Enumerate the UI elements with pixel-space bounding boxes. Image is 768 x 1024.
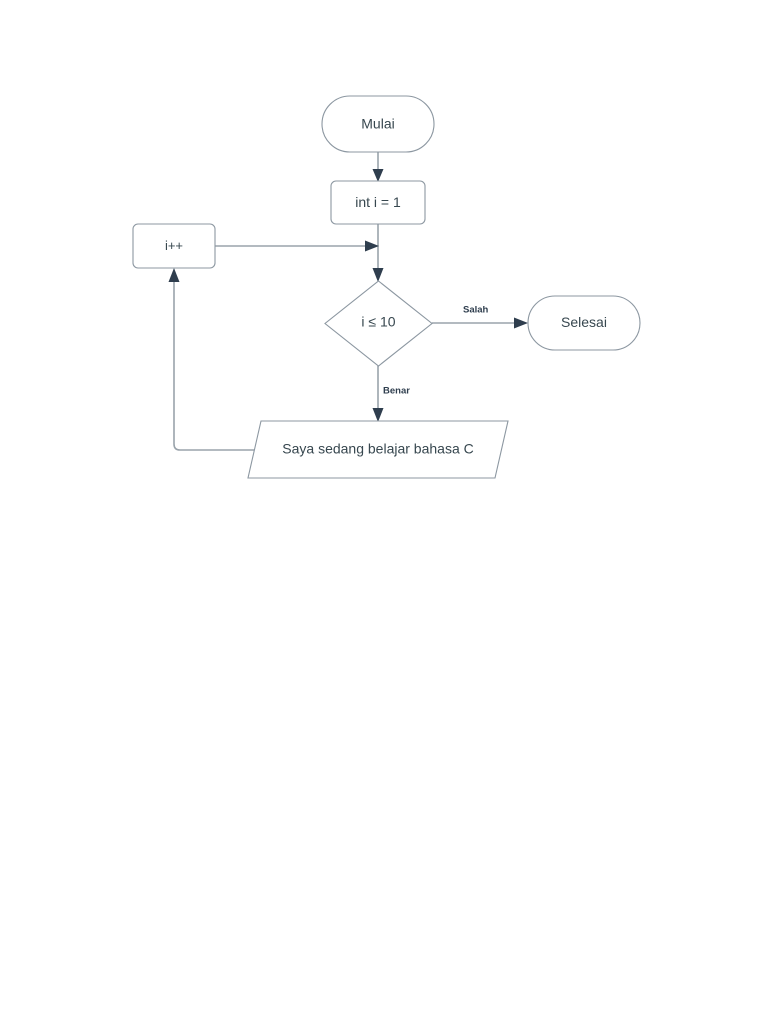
process-increment-label: i++ [165,238,183,253]
end-terminator-label: Selesai [561,314,607,330]
start-terminator-shape[interactable] [321,95,435,153]
arrow-head-icon [168,268,180,282]
edge-init-to-condition [372,224,384,282]
edge-label-salah: Salah [463,305,489,316]
decision-condition-shape[interactable] [324,280,433,367]
decision-condition-label: i ≤ 10 [361,314,395,330]
edge-start-to-init [372,152,384,182]
edge-label-benar: Benar [383,386,410,397]
node-end-terminator[interactable]: Selesai [527,295,641,351]
process-init-shape[interactable] [330,180,426,225]
node-process-init[interactable]: int i = 1 [330,180,426,225]
end-terminator-shape[interactable] [527,295,641,351]
node-process-increment[interactable]: i++ [132,223,216,269]
arrow-head-icon [372,169,384,182]
edge-line [173,277,255,451]
arrow-head-icon [372,268,384,282]
edge-output-loopback [168,268,255,451]
edge-condition-false [432,317,528,329]
edge-increment-to-flow [215,240,379,252]
start-terminator-label: Mulai [361,116,394,132]
io-output-label: Saya sedang belajar bahasa C [282,441,473,457]
process-init-label: int i = 1 [355,194,401,210]
node-io-output[interactable]: Saya sedang belajar bahasa C [247,420,509,479]
edge-condition-true [372,366,384,422]
process-increment-shape[interactable] [132,223,216,269]
arrow-head-icon [365,240,379,252]
io-output-shape[interactable] [247,420,509,479]
arrow-head-icon [514,317,528,329]
node-decision-condition[interactable]: i ≤ 10 [324,280,433,367]
node-start-terminator[interactable]: Mulai [321,95,435,153]
arrow-head-icon [372,408,384,422]
